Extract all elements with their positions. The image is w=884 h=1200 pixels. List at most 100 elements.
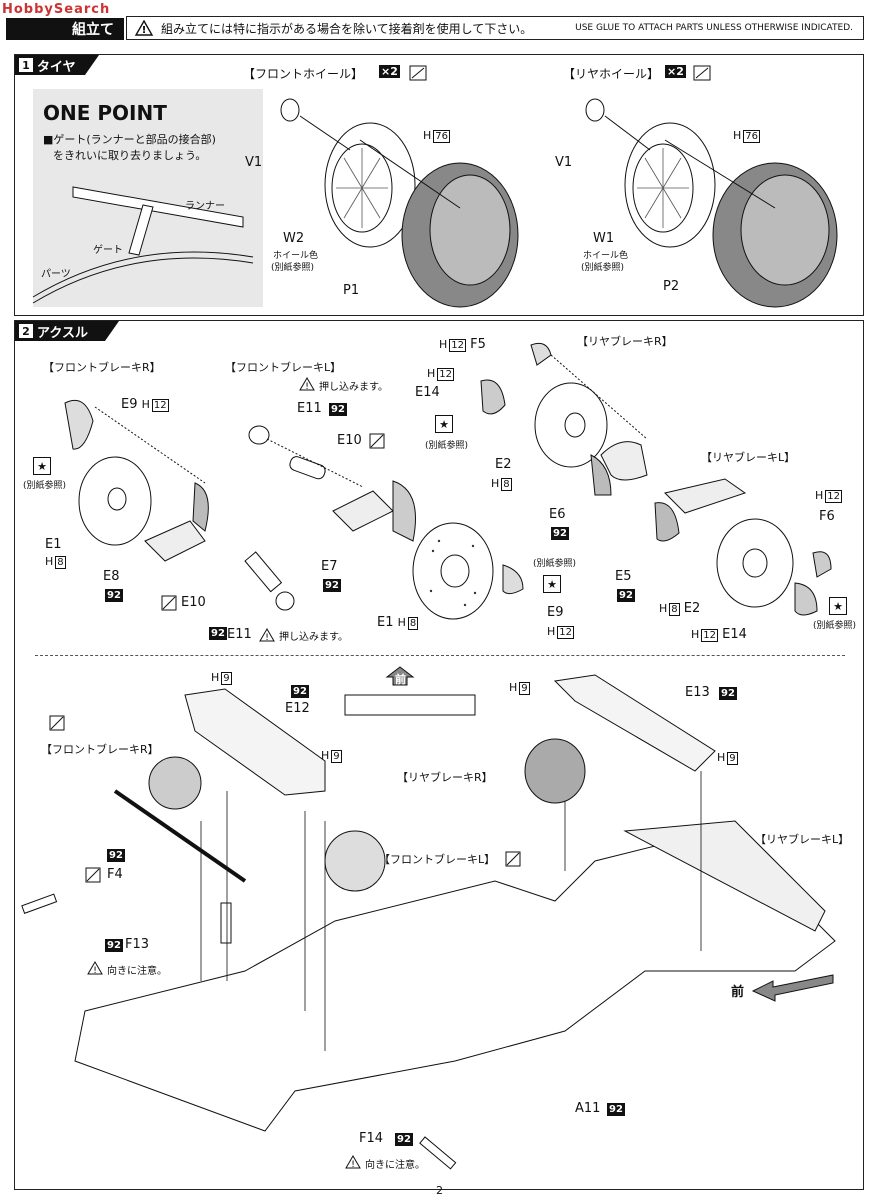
section-2-header: 2 アクスル (15, 321, 105, 341)
front-wheel-qty: ×2 (379, 65, 400, 78)
front-v1-label: V1 (245, 155, 263, 170)
watermark: HobbySearch (2, 2, 111, 17)
h12-box: 12 (449, 339, 467, 352)
section-2-title: アクスル (37, 325, 88, 341)
svg-text:!: ! (93, 966, 97, 976)
asm-f14-orient: 向きに注意。 (365, 1160, 425, 1171)
chassis-illustration (21, 674, 836, 1170)
e1-text: E1 (377, 615, 394, 630)
h12-box: 12 (825, 490, 843, 503)
rear-wheel-illustration (585, 98, 838, 308)
asm-e13-code: 92 (719, 687, 737, 700)
step-title-box: 組立て (6, 18, 124, 40)
h12-box: 12 (701, 629, 719, 642)
h9-box: 9 (519, 682, 530, 695)
one-point-text-2: をきれいに取り去りましょう。 (53, 149, 207, 162)
h8-box: 8 (407, 617, 419, 630)
gate-label: ゲート (93, 245, 123, 256)
rear-w1-label: W1 (593, 231, 615, 246)
asm-f13-orient: 向きに注意。 (107, 966, 167, 977)
front-color-1: ホイール色 (273, 251, 319, 261)
section-1-number: 1 (19, 58, 33, 72)
warning-icon: ! (259, 628, 275, 643)
rbl-e5: E5 (615, 569, 632, 584)
asm-front-brake-l: 【フロントブレーキL】 (379, 853, 496, 866)
svg-text:!: ! (142, 25, 147, 36)
rear-brake-l-illustration (654, 478, 832, 616)
h-number: 76 (743, 130, 761, 143)
section-2-number: 2 (19, 324, 33, 338)
asm-a11-code: 92 (607, 1103, 625, 1116)
front-w2-label: W2 (283, 231, 305, 246)
svg-text:!: ! (305, 382, 309, 392)
front-direction-arrow-icon (751, 974, 834, 1002)
one-point-heading: ONE POINT (43, 101, 167, 125)
rbr-e14: E14 (415, 385, 440, 400)
notice-jp: 組み立てには特に指示がある場合を除いて接着剤を使用して下さい。 (161, 21, 533, 36)
e14-text: E14 (722, 627, 747, 642)
h9-box: 9 (221, 672, 232, 685)
asm-f13: F13 (125, 937, 150, 952)
svg-text:!: ! (351, 1160, 355, 1170)
section-2-header-tail (105, 321, 119, 341)
gate-illustration (32, 186, 254, 304)
h9-box: 9 (727, 752, 738, 765)
front-brake-l-illustration (248, 425, 494, 620)
warning-icon: ! (134, 19, 154, 36)
no-glue-icon (505, 851, 521, 867)
front-color-2: (別紙参照) (271, 263, 315, 273)
glue-icon (409, 65, 427, 81)
section-1-header-tail (85, 55, 99, 75)
star-icon: ★ (829, 597, 847, 615)
fbr-press: 押し込みます。 (279, 632, 348, 643)
section-1-title: タイヤ (37, 59, 76, 75)
fbl-press: 押し込みます。 (319, 382, 388, 393)
page-number: 2 (436, 1184, 443, 1197)
asm-a11: A11 (575, 1101, 601, 1116)
section-2-divider (35, 655, 845, 656)
asm-f13-code: 92 (105, 939, 123, 952)
rbl-title: 【リヤブレーキL】 (701, 451, 796, 464)
asm-e13: E13 (685, 685, 710, 700)
star-icon: ★ (33, 457, 51, 475)
asm-front-arrow-label: 前 (731, 985, 745, 1000)
front-mark-label: 前 (395, 673, 406, 686)
asm-f4-code: 92 (107, 849, 125, 862)
no-glue-icon (49, 715, 65, 731)
h12-box: 12 (437, 368, 455, 381)
notice-box: ! 組み立てには特に指示がある場合を除いて接着剤を使用して下さい。 USE GL… (126, 16, 864, 40)
step-title: 組立て (72, 22, 114, 38)
fbl-e7-code: 92 (323, 579, 341, 592)
warning-icon: ! (345, 1155, 361, 1170)
h8-box: 8 (669, 603, 680, 616)
rbr-title: 【リヤブレーキR】 (577, 335, 673, 348)
h9-box: 9 (331, 750, 342, 763)
star-icon: ★ (435, 415, 453, 433)
rbr-ref: (別紙参照) (425, 441, 469, 451)
rbl-code-92: 92 (617, 589, 635, 602)
section-1-header: 1 タイヤ (15, 55, 85, 75)
no-glue-icon (369, 433, 385, 449)
e2-text: E2 (683, 601, 701, 616)
fbl-e7: E7 (321, 559, 338, 574)
fbr-e1: E1 (45, 537, 62, 552)
h8-box: 8 (55, 556, 66, 569)
caliper-e9-shape (502, 564, 524, 595)
rear-wheel-title: 【リヤホイール】 (563, 67, 660, 81)
svg-text:!: ! (265, 633, 269, 643)
h12-box: 12 (151, 399, 169, 412)
rear-wheel-qty: ×2 (665, 65, 686, 78)
asm-rear-brake-l: 【リヤブレーキL】 (755, 833, 850, 846)
rear-color-2: (別紙参照) (581, 263, 625, 273)
asm-rear-brake-r: 【リヤブレーキR】 (397, 771, 493, 784)
warning-icon: ! (299, 377, 315, 392)
